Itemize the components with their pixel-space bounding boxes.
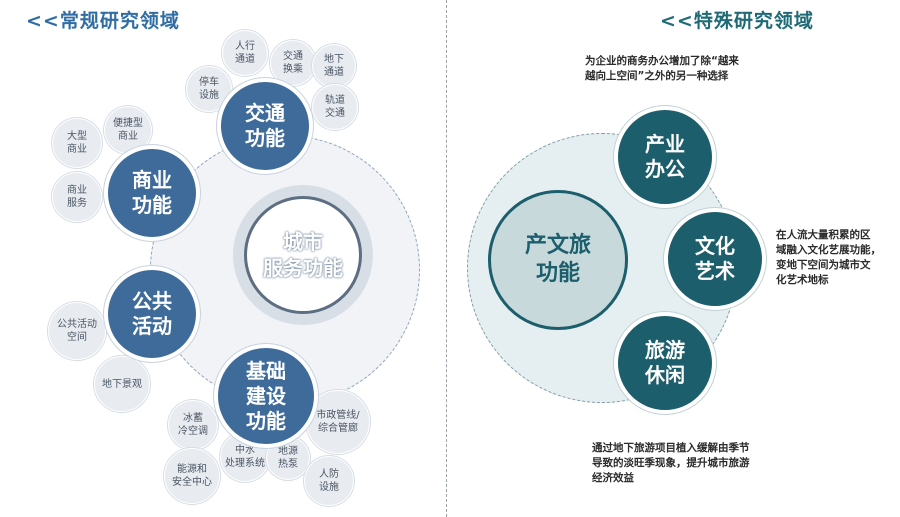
infrastructure-function-node: 基础 建设 功能 [214, 344, 318, 448]
underground-landscape-node: 地下景观 [94, 356, 150, 412]
transit-transfer-node: 交通 换乘 [270, 40, 316, 86]
culture-art-description: 在人流大量积累的区 域融入文化艺展功能， 变地下空间为城市文 化艺术地标 [776, 229, 881, 286]
civil-defense-node: 人防 设施 [304, 456, 354, 506]
public-activity-node: 公共 活动 [104, 266, 200, 362]
ice-storage-ac-node: 冰蓄 冷空调 [168, 400, 218, 450]
industry-office-node: 产业 办公 [614, 106, 716, 208]
right-section-title: <<特殊研究领域 [660, 10, 814, 32]
section-divider [446, 0, 447, 517]
energy-safety-center-node: 能源和 安全中心 [164, 448, 220, 504]
culture-tourism-center: 产文旅 功能 [488, 190, 628, 330]
rail-transit-node: 轨道 交通 [312, 84, 358, 130]
tourism-leisure-description: 通过地下旅游项目植入缓解由季节 导致的淡旺季现象，提升城市旅游 经济效益 [592, 442, 750, 484]
city-service-label: 城市 服务功能 [263, 230, 343, 280]
commerce-function-node: 商业 功能 [104, 145, 200, 241]
public-space-node: 公共活动 空间 [48, 302, 106, 360]
tourism-leisure-node: 旅游 休闲 [614, 312, 716, 414]
culture-art-node: 文化 艺术 [664, 208, 766, 310]
left-section-title: <<常规研究领域 [26, 10, 180, 32]
large-commerce-node: 大型 商业 [52, 118, 102, 168]
industry-office-description: 为企业的商务办公增加了除“越来 越向上空间”之外的另一种选择 [585, 55, 739, 82]
pedestrian-passage-node: 人行 通道 [222, 30, 268, 76]
underground-passage-node: 地下 通道 [312, 44, 356, 88]
traffic-function-node: 交通 功能 [217, 78, 313, 174]
commerce-service-node: 商业 服务 [52, 172, 102, 222]
city-service-center: 城市 服务功能 [233, 185, 373, 325]
